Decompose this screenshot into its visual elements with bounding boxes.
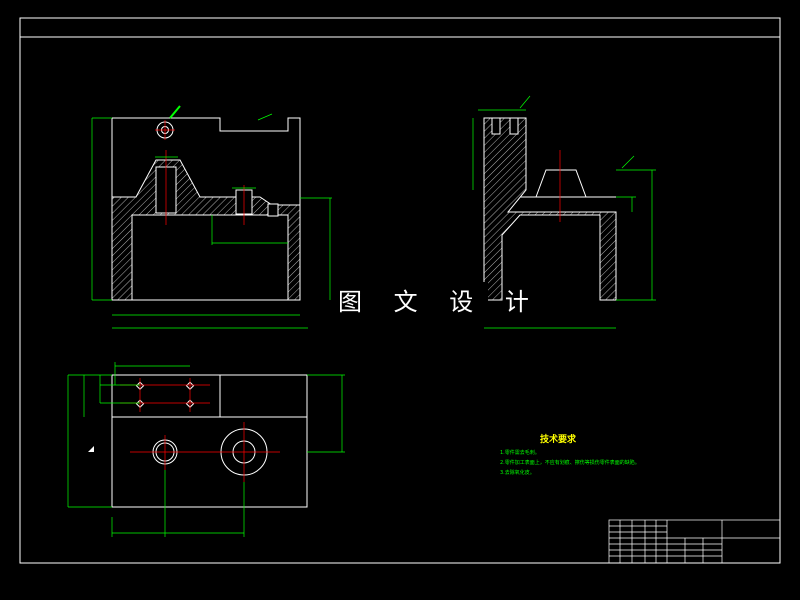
technical-note-1: 1.零件需去毛刺。 [500, 450, 540, 456]
side-view [472, 95, 656, 329]
title-block [608, 519, 781, 564]
technical-requirements-title: 技术要求 [540, 435, 577, 445]
inner-border [19, 36, 781, 564]
technical-note-3: 3.去除氧化皮。 [500, 470, 535, 476]
front-view-outline [111, 117, 301, 301]
watermark-text: 图 文 设 计 [332, 282, 529, 322]
front-view-section [111, 159, 301, 301]
top-view [67, 362, 345, 537]
top-view-outline [111, 374, 308, 508]
technical-note-2: 2.零件加工表面上，不应有划痕、擦伤等损伤零件表面的缺陷。 [500, 460, 640, 466]
front-view [91, 105, 332, 329]
side-view-section [483, 117, 617, 301]
